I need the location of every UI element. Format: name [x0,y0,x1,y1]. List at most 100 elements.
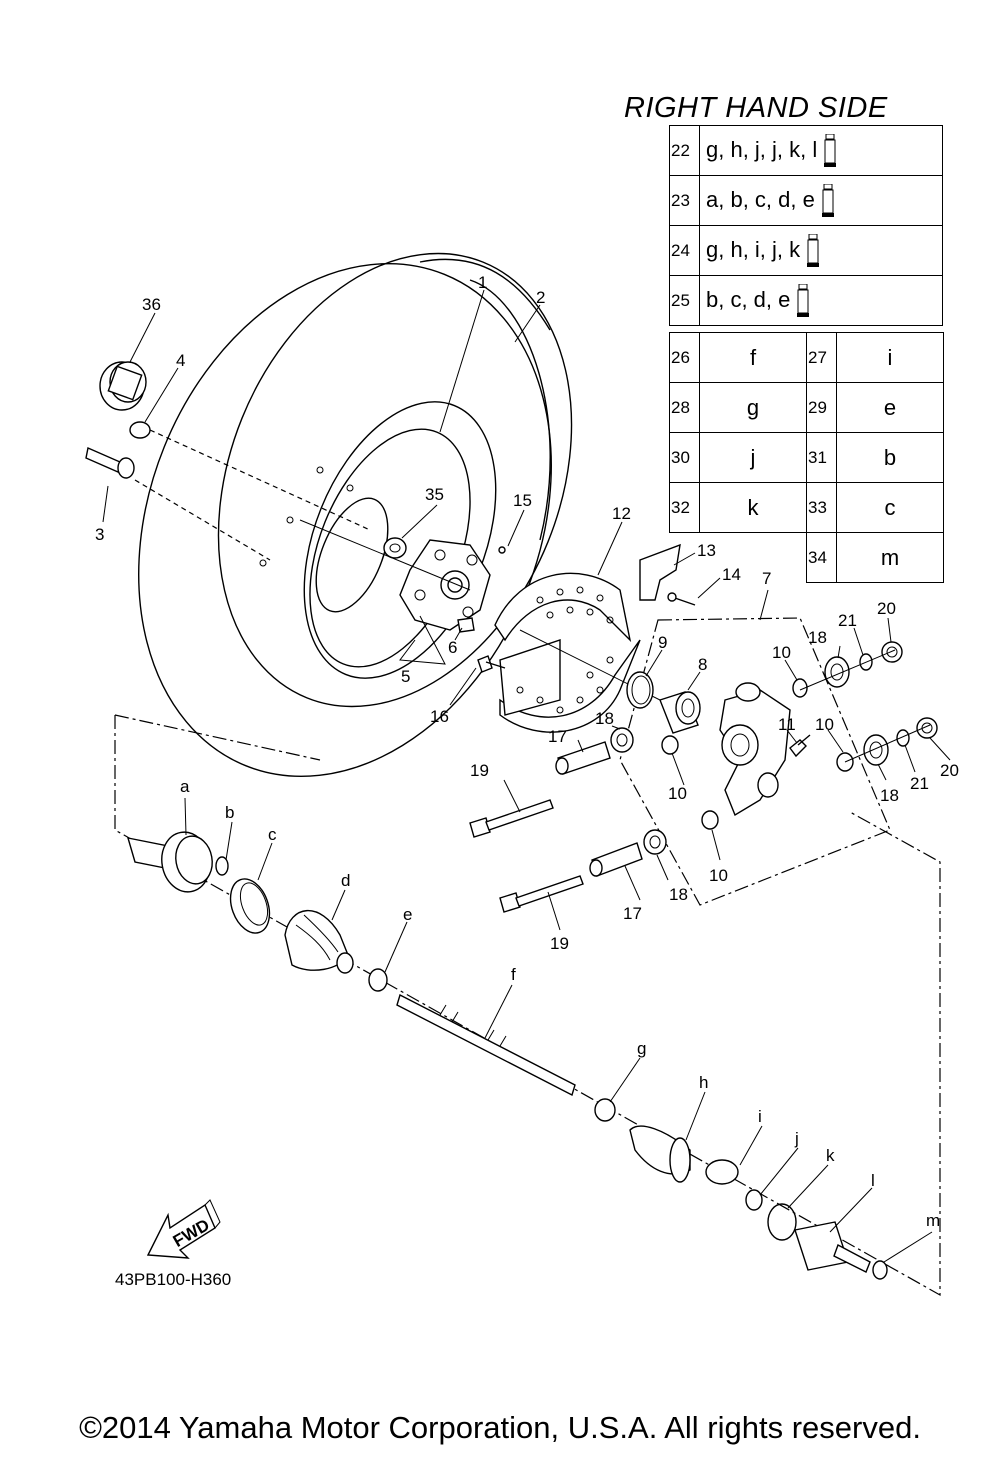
copyright-notice: ©2014 Yamaha Motor Corporation, U.S.A. A… [79,1410,921,1445]
bushing-18-upper [824,656,850,688]
callout-10-a: 10 [772,643,791,662]
boot-d [284,909,354,974]
part-letter: j [699,432,807,483]
callout-20-a: 20 [877,599,896,618]
callout-a: a [180,777,190,796]
band-c [229,878,271,934]
collar-17-lower [589,842,643,877]
diagram-reference-code: 43PB100-H360 [115,1270,232,1289]
brake-disc-guard-12 [494,572,641,733]
bolt-19-upper [469,799,554,838]
callout-8: 8 [698,655,707,674]
callout-10-b: 10 [815,715,834,734]
table-row: 34 m [670,532,944,583]
callout-7: 7 [762,569,771,588]
grease-tube-icon [821,183,834,217]
grease-tube-icon [807,233,820,267]
knuckle-7 [719,682,791,817]
table-row: 32 k 33 c [669,482,944,533]
callout-6: 6 [448,638,457,657]
callout-10-c: 10 [668,784,687,803]
nut-20-upper [881,641,903,663]
part-codes: g, h, i, j, k [699,225,943,276]
callout-18-c: 18 [595,709,614,728]
callout-11: 11 [778,715,796,734]
row-number: 31 [806,432,837,483]
part-letter: f [699,332,807,383]
valve-stem-3 [85,447,135,479]
callout-k: k [826,1146,835,1165]
fwd-arrow-icon: FWD [146,1199,221,1259]
callout-e: e [403,905,412,924]
callout-c: c [268,825,277,844]
callout-i: i [758,1107,762,1126]
cv-joint-a [127,831,213,893]
row-number: 23 [669,175,700,226]
bushing-18-lower [863,734,889,766]
nut-35 [383,537,407,559]
nut-20-lower [916,717,938,739]
part-letter: c [836,482,944,533]
washer-21-lower [896,729,910,747]
callout-14: 14 [722,565,741,584]
circlip-m [872,1260,888,1280]
row-number: 27 [806,332,837,383]
callout-d: d [341,871,350,890]
callout-b: b [225,803,234,822]
grease-tube-icon [824,133,837,167]
callout-17-a: 17 [548,727,567,746]
row-number: 34 [806,532,837,583]
oring-k [767,1203,797,1241]
circlip-9 [626,671,654,709]
band-i [705,1159,739,1185]
wheel-cap-36 [99,361,147,411]
row-number: 30 [669,432,700,483]
callout-21-a: 21 [838,611,857,630]
callout-18-a: 18 [808,628,827,647]
row-number: 24 [669,225,700,276]
part-codes: b, c, d, e [699,275,943,326]
bushing-18-left-upper [610,727,634,753]
joint-l [794,1221,871,1273]
callout-36: 36 [142,295,161,314]
callout-18-d: 18 [669,885,688,904]
part-letter: g [699,382,807,433]
grease-tube-icon [797,283,810,317]
valve-cap-4 [129,421,151,439]
row-number: 29 [806,382,837,433]
part-codes: a, b, c, d, e [699,175,943,226]
row-number: 25 [669,275,700,326]
callout-21-b: 21 [910,774,929,793]
row-number: 22 [669,125,700,176]
callout-1: 1 [478,273,487,292]
part-letter: m [836,532,944,583]
callout-16: 16 [430,707,449,726]
row-number: 33 [806,482,837,533]
row-number: 28 [669,382,700,433]
bushing-18-left-lower [643,829,667,855]
bolt-19-lower [499,875,584,913]
section-title: RIGHT HAND SIDE [624,92,888,124]
part-letter: i [836,332,944,383]
callout-10-d: 10 [709,866,728,885]
callout-18-b: 18 [880,786,899,805]
table-row: 30 j 31 b [669,432,944,483]
lubricant-table: 22 g, h, j, j, k, l 23 a, b, c, d, e 24 … [669,125,943,326]
table-row: 23 a, b, c, d, e [669,175,943,226]
callout-9: 9 [658,633,667,652]
table-row: 26 f 27 i [669,332,944,383]
guard-13 [639,543,681,601]
callout-19-b: 19 [550,934,569,953]
bearing-8 [659,691,701,734]
oil-seals-10 [661,678,854,830]
callout-20-b: 20 [940,761,959,780]
callout-f: f [511,965,516,984]
row-number: 32 [669,482,700,533]
screw-14 [667,592,696,606]
callout-labels: 1 2 36 4 3 35 15 12 13 14 7 8 9 5 6 16 1… [95,273,959,1230]
table-row: 24 g, h, i, j, k [669,225,943,276]
table-row: 25 b, c, d, e [669,275,943,326]
hub-5 [399,539,491,631]
callout-l: l [871,1171,875,1190]
